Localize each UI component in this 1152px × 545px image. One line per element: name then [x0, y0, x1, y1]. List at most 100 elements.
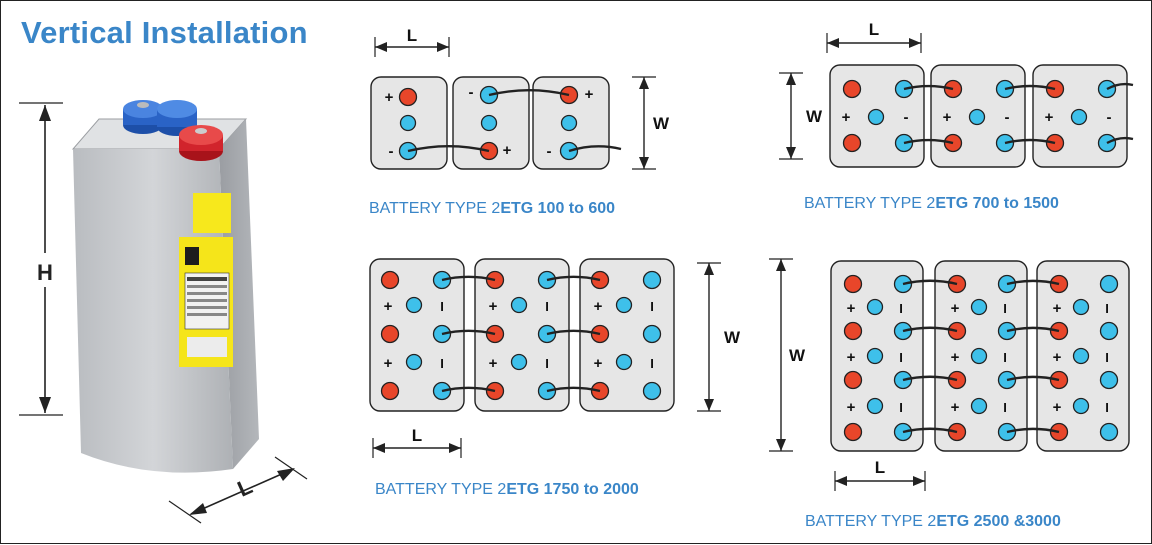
d3-terminal-1-pos-2: [380, 324, 400, 344]
d4-wire-a-3: [902, 375, 958, 382]
d4-sign-minus-3-3: I: [1105, 400, 1109, 415]
d3-cell-2: [474, 258, 570, 412]
d4-terminal-3-mid-1: [1072, 298, 1090, 316]
d3-width-dimension-arrow-up: [704, 263, 714, 275]
d1-wire-1: [407, 144, 490, 153]
d4-terminal-3-mid-3: [1072, 397, 1090, 415]
d4-width-dimension-arrow-up: [776, 259, 786, 271]
d4-wire-a-4: [902, 427, 958, 434]
d3-sign-plus-2-1: +: [489, 298, 498, 315]
d3-wire-a-2: [441, 329, 496, 336]
d4-terminal-3-neg-3: [1099, 370, 1119, 390]
d4-sign-plus-2-1: +: [951, 300, 960, 317]
length-dimension-line: [190, 468, 294, 515]
d2-sign-minus-2: -: [1005, 109, 1010, 126]
d2-terminal-1c: [867, 108, 885, 126]
d1-terminal-1a: [398, 87, 418, 107]
caption-etg-100-600: BATTERY TYPE 2ETG 100 to 600: [369, 200, 616, 217]
d4-terminal-3-neg-1: [1099, 274, 1119, 294]
d3-wire-a-3: [441, 386, 496, 393]
d2-terminal-2c: [968, 108, 986, 126]
d3-terminal-3-neg-1: [642, 270, 662, 290]
d4-wire-a-1: [902, 279, 958, 286]
d1-terminal-3b: [560, 114, 578, 132]
length-guide-left: [168, 500, 202, 524]
d3-length-dimension-label: L: [412, 426, 422, 445]
d1-terminal-2b: [480, 114, 498, 132]
d3-terminal-1-mid-1: [405, 296, 423, 314]
d4-sign-minus-3-1: I: [1105, 301, 1109, 316]
d2-width-dimension-label: W: [806, 107, 823, 126]
d4-terminal-3-mid-2: [1072, 347, 1090, 365]
d3-terminal-3-mid-2: [615, 353, 633, 371]
d4-terminal-2-mid-1: [970, 298, 988, 316]
d2-wire-out-top: [1106, 82, 1134, 91]
d3-sign-plus-1-2: +: [384, 355, 393, 372]
d4-terminal-1-pos-4: [843, 422, 863, 442]
d4-sign-minus-2-2: I: [1003, 350, 1007, 365]
d3-cell-1: [369, 258, 465, 412]
d1-wire-2: [488, 89, 570, 97]
d3-wire-a-1: [441, 275, 496, 282]
d4-sign-plus-1-1: +: [847, 300, 856, 317]
d3-terminal-2-mid-2: [510, 353, 528, 371]
d1-length-dimension-label: L: [407, 26, 417, 45]
d4-sign-plus-3-3: +: [1053, 399, 1062, 416]
d1-wire-3: [568, 145, 622, 153]
d3-wire-b-1: [546, 275, 601, 282]
d4-width-dimension-arrow-down: [776, 439, 786, 451]
d2-length-dimension-label: L: [869, 20, 879, 39]
d4-sign-plus-3-1: +: [1053, 300, 1062, 317]
length-arrow-left: [189, 503, 207, 515]
d3-sign-plus-1-1: +: [384, 298, 393, 315]
d1-sign-plus-bottom: +: [503, 142, 512, 159]
d4-sign-plus-3-2: +: [1053, 349, 1062, 366]
d2-sign-minus-3: -: [1107, 109, 1112, 126]
d4-sign-minus-1-3: I: [899, 400, 903, 415]
d3-terminal-3-neg-2: [642, 324, 662, 344]
d3-sign-plus-2-2: +: [489, 355, 498, 372]
d4-terminal-1-pos-3: [843, 370, 863, 390]
d2-sign-plus-2: +: [943, 109, 952, 126]
d4-sign-minus-2-3: I: [1003, 400, 1007, 415]
d4-terminal-2-mid-3: [970, 397, 988, 415]
d4-terminal-1-mid-2: [866, 347, 884, 365]
d3-sign-minus-1-1: I: [440, 299, 444, 314]
d3-sign-minus-3-2: I: [650, 356, 654, 371]
d2-wire-3: [903, 138, 954, 145]
d4-wire-b-3: [1006, 375, 1060, 382]
d2-sign-plus-3: +: [1045, 109, 1054, 126]
d3-sign-minus-3-1: I: [650, 299, 654, 314]
d3-terminal-1-pos-3: [380, 381, 400, 401]
d2-terminal-1d: [842, 133, 862, 153]
d2-length-dimension-arrow-right: [909, 38, 921, 48]
d3-width-dimension-label: W: [724, 328, 741, 347]
d4-terminal-2-mid-2: [970, 347, 988, 365]
d4-wire-b-2: [1006, 326, 1060, 333]
d2-length-dimension-arrow-left: [827, 38, 839, 48]
d1-width-dimension-label: W: [653, 114, 670, 133]
length-guide-right: [274, 456, 308, 480]
battery-sticker-small: [193, 193, 231, 233]
d4-wire-a-2: [902, 326, 958, 333]
d1-width-dimension-arrow-up: [639, 77, 649, 89]
d4-wire-b-4: [1006, 427, 1060, 434]
d3-sign-minus-2-1: I: [545, 299, 549, 314]
d2-wire-out-bottom: [1106, 136, 1134, 145]
d3-sign-plus-3-1: +: [594, 298, 603, 315]
d3-terminal-2-mid-1: [510, 296, 528, 314]
d1-sign-plus-top: +: [385, 89, 394, 106]
length-arrow-right: [277, 468, 295, 481]
d2-wire-4: [1004, 138, 1056, 145]
d3-terminal-3-neg-3: [642, 381, 662, 401]
caption-etg-2500-3000: BATTERY TYPE 2ETG 2500 &3000: [805, 513, 1061, 530]
d4-sign-plus-1-3: +: [847, 399, 856, 416]
d1-terminal-1b: [399, 114, 417, 132]
caption-etg-1750-2000: BATTERY TYPE 2ETG 1750 to 2000: [375, 481, 639, 498]
d4-width-dimension-label: W: [789, 346, 806, 365]
d3-length-dimension-arrow-right: [449, 443, 461, 453]
d2-wire-2: [1004, 84, 1056, 91]
d3-terminal-1-mid-2: [405, 353, 423, 371]
